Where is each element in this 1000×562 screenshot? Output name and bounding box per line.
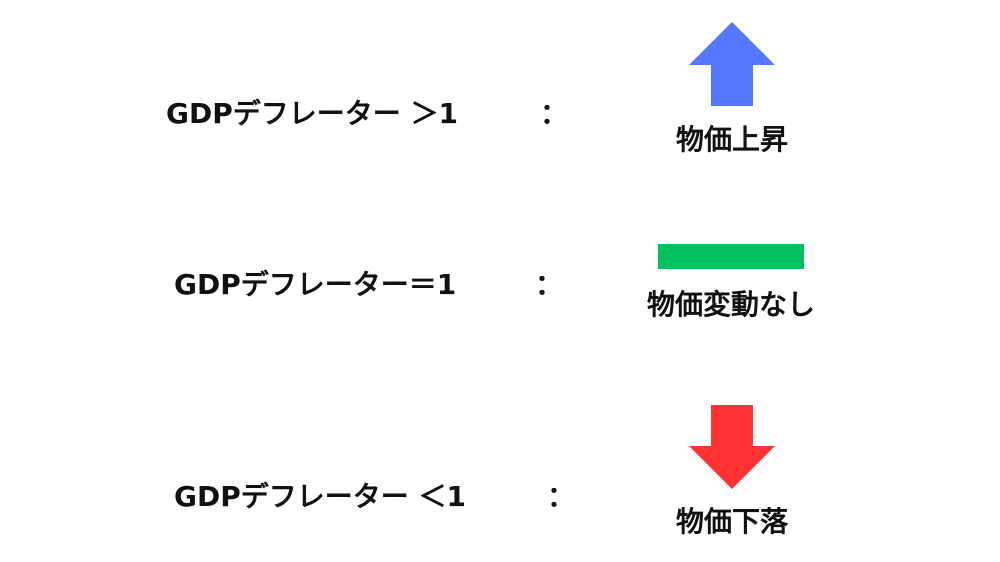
result-label-no-change: 物価変動なし: [646, 288, 815, 321]
down-arrow-shape: [689, 405, 775, 489]
result-label-fall: 物価下落: [675, 505, 788, 538]
colon-separator: ：: [540, 97, 569, 130]
up-arrow-icon: [689, 22, 775, 106]
colon-separator: ：: [535, 268, 564, 301]
result-label-rise: 物価上昇: [675, 123, 788, 156]
colon-separator: ：: [547, 480, 576, 513]
flat-bar-icon: [658, 244, 804, 269]
condition-label-equal: GDPデフレーター＝1: [174, 268, 457, 301]
condition-label-less: GDPデフレーター ＜1: [174, 480, 466, 513]
up-arrow-shape: [689, 22, 775, 106]
condition-label-greater: GDPデフレーター ＞1: [166, 97, 458, 130]
down-arrow-icon: [689, 405, 775, 489]
